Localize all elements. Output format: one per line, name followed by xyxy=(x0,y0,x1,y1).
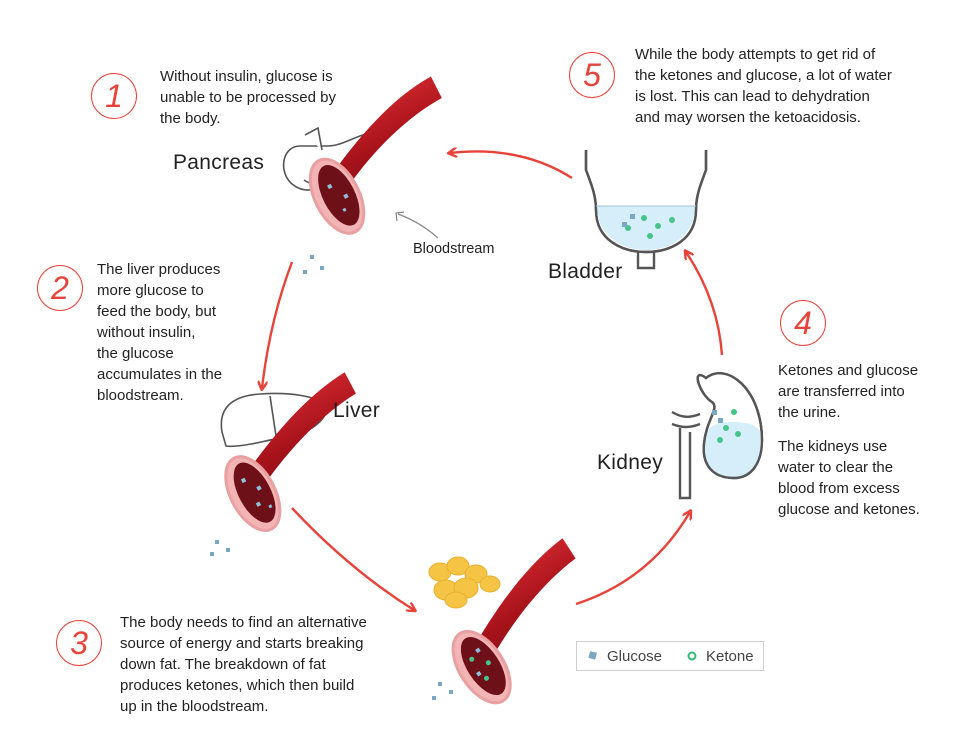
step-1-number: 1 xyxy=(91,73,137,119)
legend: Glucose Ketone xyxy=(576,641,764,671)
bloodstream-pointer-icon xyxy=(397,213,439,239)
arrow-bladder-to-pancreas xyxy=(450,151,573,180)
legend-glucose-label: Glucose xyxy=(607,647,663,665)
arrow-liver-to-fat xyxy=(291,507,414,610)
ketone-icon xyxy=(687,651,697,661)
legend-ketone-label: Ketone xyxy=(706,647,754,665)
liver-label: Liver xyxy=(333,399,381,422)
legend-ketone: Ketone xyxy=(686,648,754,665)
fat-cells-icon xyxy=(428,556,501,609)
bloodstream-label: Bloodstream xyxy=(413,241,495,257)
step-2-number: 2 xyxy=(37,265,83,311)
step-2-text: The liver produces more glucose to feed … xyxy=(97,261,223,404)
blood-vessel-middle xyxy=(224,372,356,532)
kidney-label: Kidney xyxy=(597,451,664,474)
arrow-fat-to-kidney xyxy=(575,512,690,606)
step-3-number: 3 xyxy=(56,620,102,666)
step-5-number: 5 xyxy=(569,52,615,98)
glucose-particles-top xyxy=(303,255,324,274)
step-4-text: Ketones and glucose are transferred into… xyxy=(778,362,919,421)
legend-glucose: Glucose xyxy=(587,648,662,665)
pancreas-label: Pancreas xyxy=(173,151,265,174)
cycle-arrows xyxy=(262,151,724,610)
kidney-icon xyxy=(671,372,764,500)
glucose-particles-middle xyxy=(210,540,230,556)
step-1-text: Without insulin, glucose is unable to be… xyxy=(160,68,336,127)
glucose-icon xyxy=(588,651,597,660)
particles-bottom xyxy=(432,682,453,700)
bladder-label: Bladder xyxy=(548,260,623,283)
step-5-text: While the body attempts to get rid of th… xyxy=(635,46,892,126)
arrow-pancreas-to-liver xyxy=(262,261,294,388)
step-4-number: 4 xyxy=(780,300,826,346)
arrow-kidney-to-bladder xyxy=(686,252,724,356)
step-4-text-2: The kidneys use water to clear the blood… xyxy=(778,438,920,518)
blood-vessel-top xyxy=(308,76,442,235)
bladder-icon xyxy=(584,150,708,270)
step-3-text: The body needs to find an alternative so… xyxy=(120,614,367,715)
blood-vessel-bottom xyxy=(451,538,576,705)
